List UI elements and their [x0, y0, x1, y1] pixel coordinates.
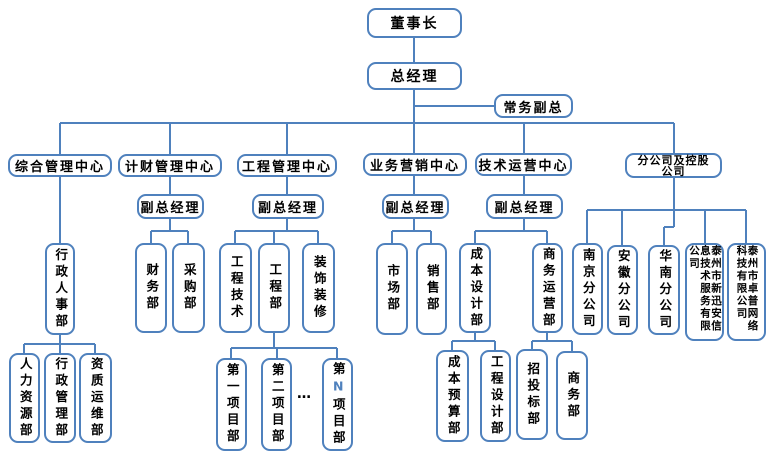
project-1-label: 第一项目部	[224, 363, 240, 446]
admin-mgmt-dept-label: 行政管理部	[53, 356, 69, 440]
org-node-admin-hr-dept: 行政人事部	[45, 243, 75, 335]
deputy-tech-label: 副总经理	[494, 201, 555, 216]
org-node-eng-dept: 工程部	[258, 243, 290, 333]
org-node-business-dept: 商务部	[556, 351, 588, 440]
org-node-bidding-dept: 招投标部	[516, 349, 548, 440]
project-n-variable: N	[330, 378, 346, 398]
general-manager-label: 总经理	[390, 69, 439, 85]
cost-design-dept-label: 成本设计部	[468, 246, 484, 330]
org-node-admin-mgmt-dept: 行政管理部	[44, 353, 76, 443]
org-node-eng-design-dept: 工程设计部	[480, 350, 511, 442]
admin-center-label: 综合管理中心	[14, 160, 105, 175]
org-node-executive-deputy: 常务副总	[494, 94, 573, 118]
marketing-center-label: 业务营销中心	[369, 159, 460, 174]
org-node-finance-dept: 财务部	[135, 243, 167, 333]
org-connectors	[23, 38, 747, 358]
market-dept-label: 市场部	[385, 264, 401, 314]
org-node-project-2: 第二项目部	[261, 358, 292, 451]
org-node-deputy-engineering: 副总经理	[252, 194, 324, 219]
xinxunan-company-label: 泰州市新迅安信息技术服务有限公司	[687, 245, 723, 333]
org-node-purchasing-dept: 采购部	[172, 243, 205, 333]
project-2-label: 第二项目部	[269, 363, 285, 446]
org-node-deputy-finance: 副总经理	[137, 194, 204, 219]
org-node-xinxunan-company: 泰州市新迅安信息技术服务有限公司	[685, 243, 724, 341]
biz-ops-dept-label: 商务运营部	[540, 246, 556, 330]
org-node-finance-center: 计财管理中心	[118, 154, 222, 177]
qualification-dept-label: 资质运维部	[88, 356, 104, 440]
south-china-branch-label: 华南分公司	[657, 248, 673, 332]
sales-dept-label: 销售部	[424, 264, 440, 314]
branch-center-label: 分公司及控股 公司	[637, 153, 710, 178]
org-node-admin-center: 综合管理中心	[8, 154, 112, 177]
deputy-engineering-label: 副总经理	[257, 201, 318, 216]
zhuopu-company-label: 泰州市卓普网络科技有限公司	[735, 245, 759, 333]
org-node-sales-dept: 销售部	[416, 243, 447, 335]
org-node-nanjing-branch: 南京分公司	[572, 243, 603, 335]
hr-dept-label: 人力资源部	[17, 356, 33, 440]
org-node-market-dept: 市场部	[376, 243, 408, 335]
org-node-zhuopu-company: 泰州市卓普网络科技有限公司	[727, 243, 766, 341]
project-n-label: 第N项目部	[330, 362, 346, 448]
org-node-general-manager: 总经理	[367, 62, 462, 90]
chairman-label: 董事长	[390, 16, 439, 32]
finance-center-label: 计财管理中心	[124, 160, 215, 175]
org-node-anhui-branch: 安徽分公司	[607, 245, 638, 335]
org-node-tech-center: 技术运营中心	[475, 153, 572, 176]
org-node-decoration-dept: 装饰装修	[302, 243, 335, 333]
org-node-qualification-dept: 资质运维部	[79, 353, 112, 443]
project-n-prefix: 第	[330, 362, 346, 379]
org-node-engineering-center: 工程管理中心	[237, 154, 337, 177]
deputy-marketing-label: 副总经理	[385, 201, 446, 216]
anhui-branch-label: 安徽分公司	[615, 248, 631, 332]
bidding-dept-label: 招投标部	[525, 361, 541, 428]
finance-dept-label: 财务部	[144, 263, 160, 313]
eng-design-dept-label: 工程设计部	[488, 354, 504, 438]
nanjing-branch-label: 南京分公司	[580, 247, 596, 331]
org-node-branch-center: 分公司及控股 公司	[625, 153, 722, 178]
org-node-project-n: 第N项目部	[322, 358, 353, 451]
eng-dept-label: 工程部	[267, 263, 283, 313]
org-node-south-china-branch: 华南分公司	[648, 245, 680, 335]
admin-hr-dept-label: 行政人事部	[53, 247, 69, 331]
org-node-cost-design-dept: 成本设计部	[459, 243, 491, 333]
org-node-deputy-marketing: 副总经理	[382, 194, 449, 219]
decoration-dept-label: 装饰装修	[311, 255, 327, 321]
executive-deputy-label: 常务副总	[503, 100, 564, 116]
purchasing-dept-label: 采购部	[181, 263, 197, 313]
eng-tech-dept-label: 工程技术	[228, 255, 244, 321]
org-node-eng-tech-dept: 工程技术	[219, 243, 252, 333]
cost-budget-dept-label: 成本预算部	[445, 354, 461, 438]
org-node-chairman: 董事长	[367, 8, 462, 38]
business-dept-label: 商务部	[565, 370, 581, 421]
engineering-center-label: 工程管理中心	[241, 160, 332, 175]
tech-center-label: 技术运营中心	[478, 159, 569, 174]
deputy-finance-label: 副总经理	[140, 201, 201, 216]
project-n-suffix: 项目部	[330, 397, 346, 448]
org-node-project-1: 第一项目部	[216, 358, 247, 451]
org-node-marketing-center: 业务营销中心	[363, 153, 467, 176]
org-node-hr-dept: 人力资源部	[9, 353, 40, 443]
projects-ellipsis: …	[297, 386, 312, 402]
org-node-biz-ops-dept: 商务运营部	[532, 243, 563, 333]
org-node-deputy-tech: 副总经理	[486, 194, 563, 219]
org-node-cost-budget-dept: 成本预算部	[436, 350, 469, 442]
